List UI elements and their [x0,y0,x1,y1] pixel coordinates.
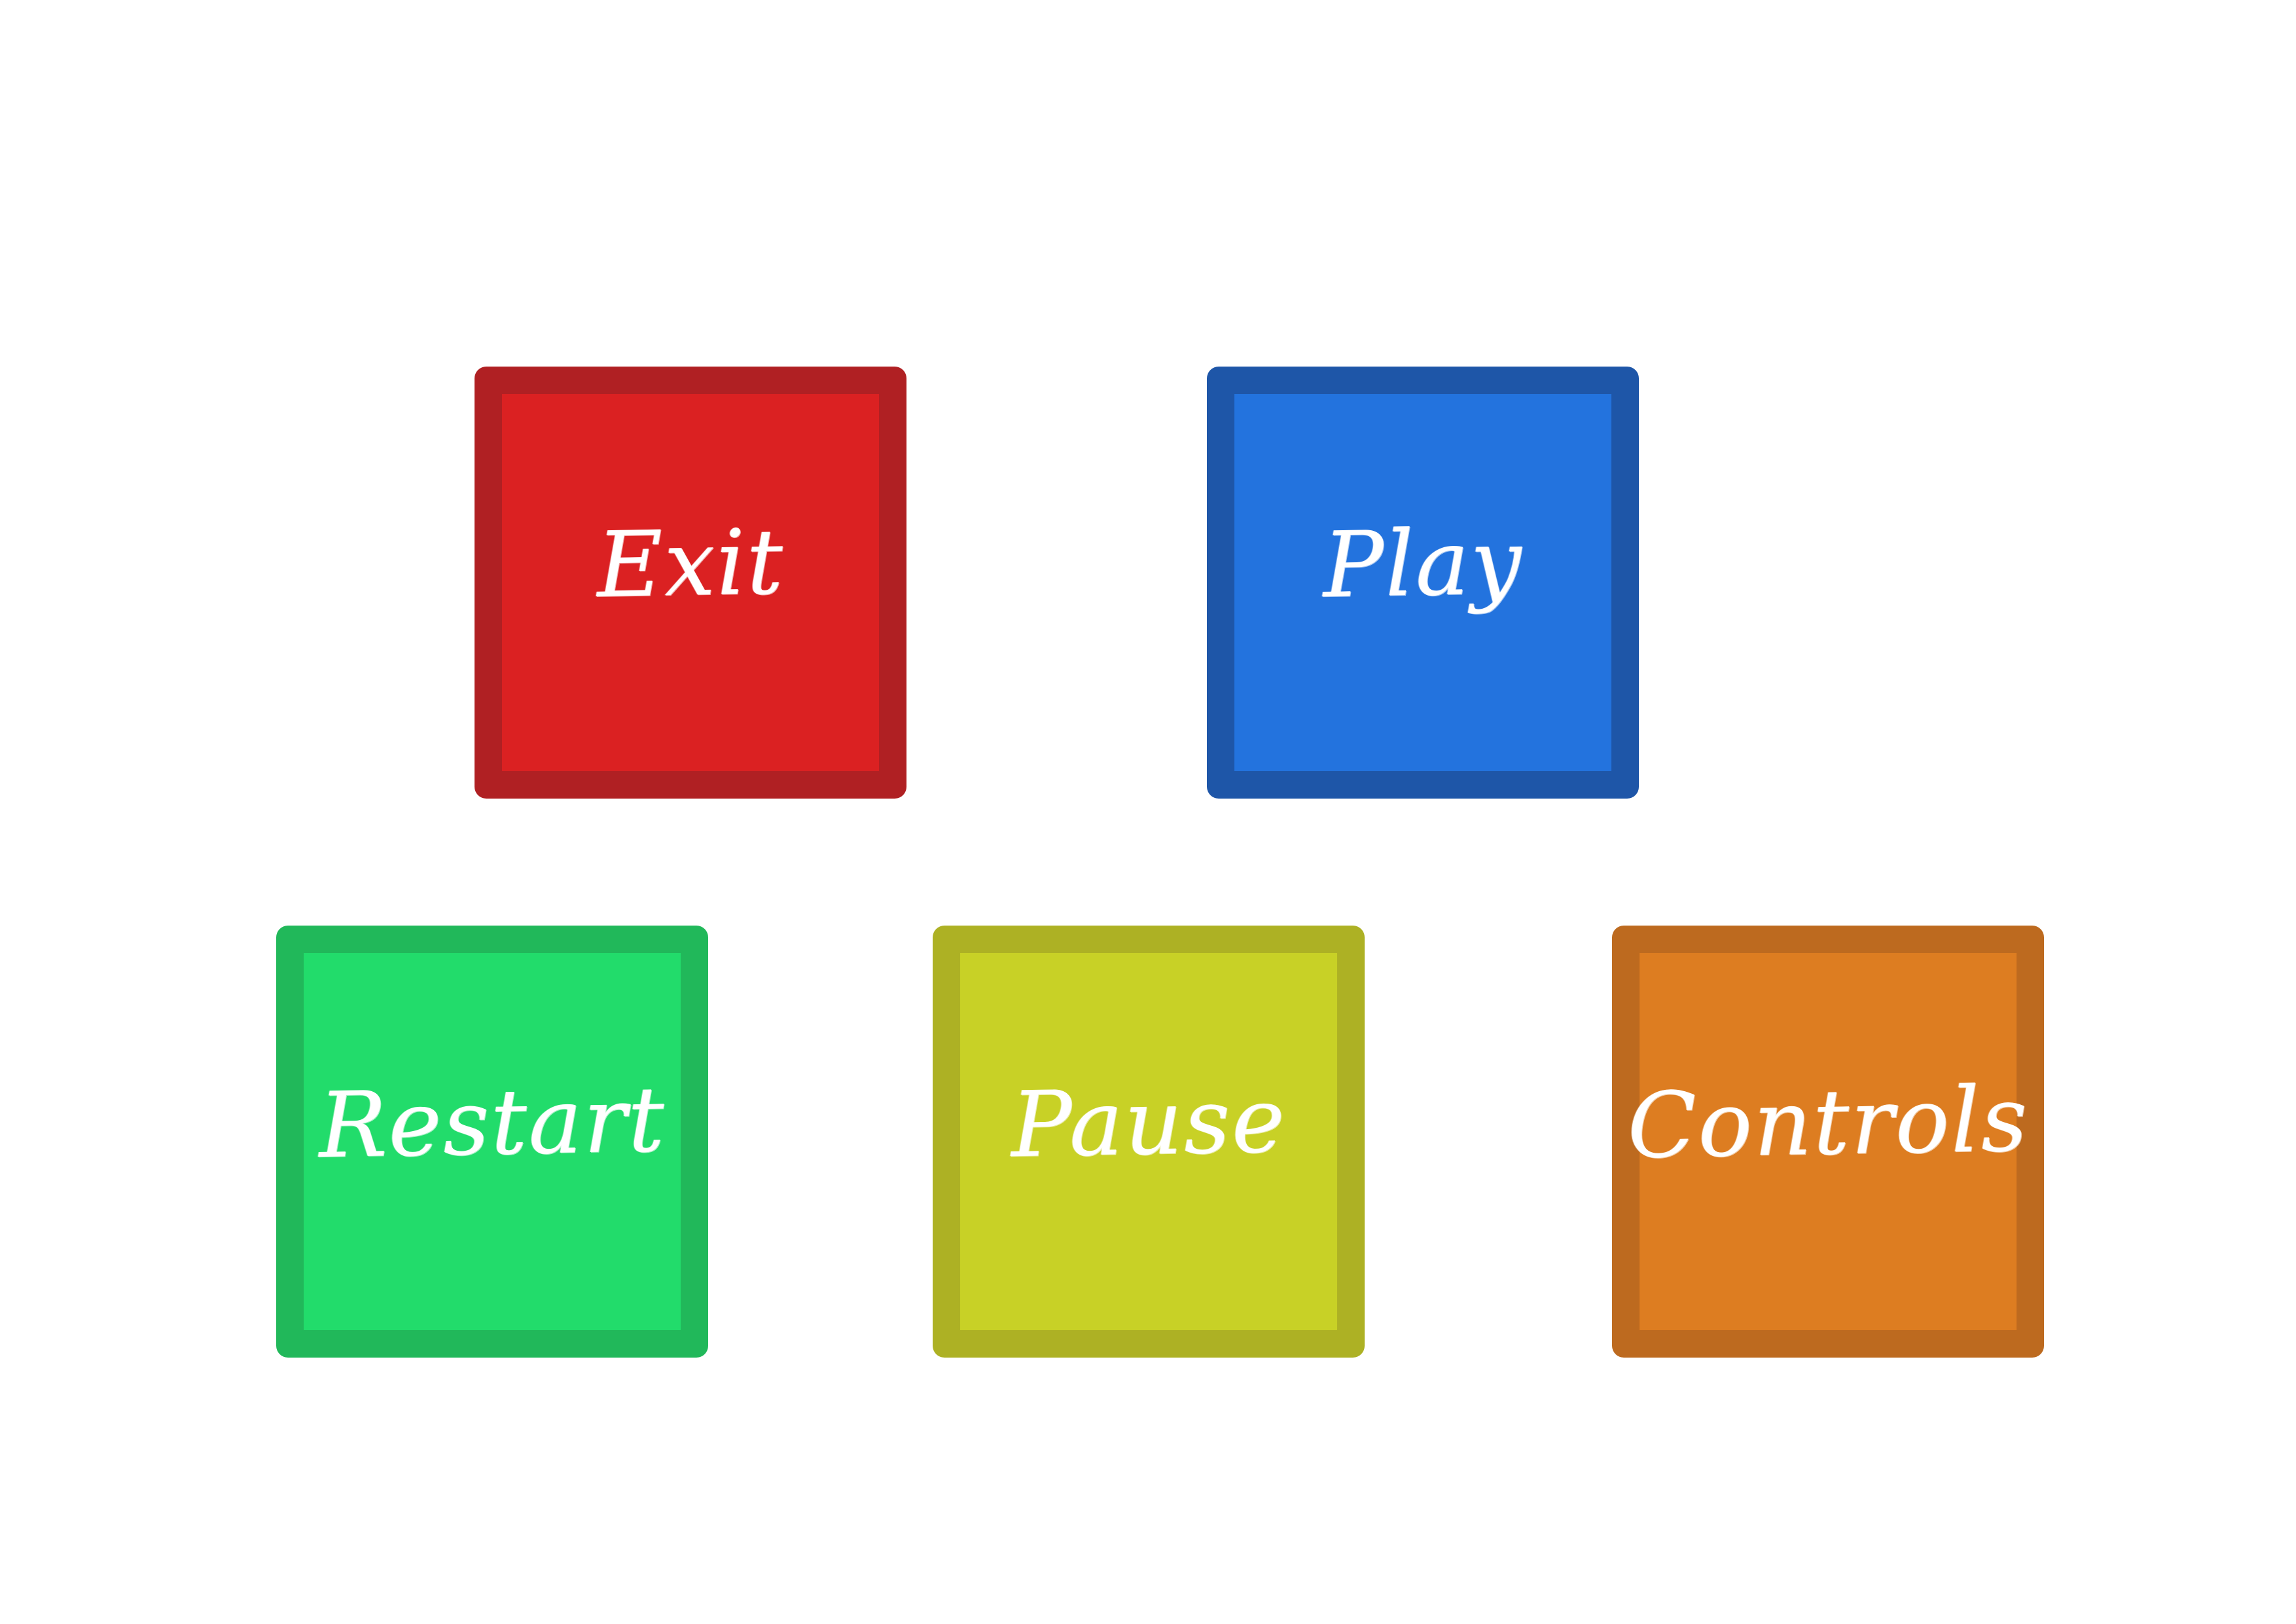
play-button-label: Play [1322,509,1524,619]
restart-button[interactable]: Restart [276,926,708,1358]
pause-button[interactable]: Pause [933,926,1365,1358]
exit-button[interactable]: Exit [475,367,906,799]
restart-button-label: Restart [317,1067,667,1179]
play-button[interactable]: Play [1207,367,1639,799]
pause-button-label: Pause [1010,1068,1287,1178]
exit-button-label: Exit [596,509,785,619]
controls-button[interactable]: Controls [1612,926,2044,1358]
controls-button-label: Controls [1626,1066,2030,1180]
